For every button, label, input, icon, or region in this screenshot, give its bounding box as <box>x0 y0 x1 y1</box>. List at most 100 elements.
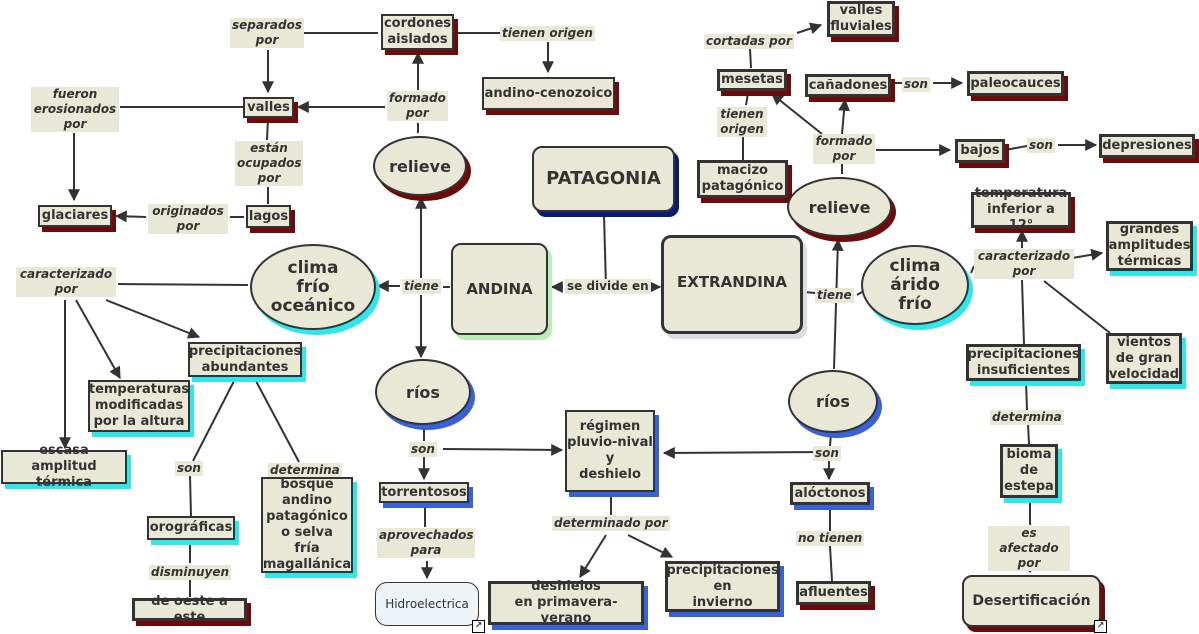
label-separados-por: separados por <box>230 18 304 48</box>
label-son-rios-andina: son <box>409 442 437 457</box>
label-determina-bioma: determina <box>990 410 1064 425</box>
node-temperatura-inferior[interactable]: temperatura inferior a 12° <box>971 186 1071 233</box>
node-clima-frio-oceanico[interactable]: clima frío oceánico <box>250 244 376 330</box>
node-bajos-text: bajos <box>960 143 1000 158</box>
node-glaciares[interactable]: glaciares <box>38 205 112 227</box>
node-torrentosos[interactable]: torrentosos <box>379 482 469 503</box>
node-andina[interactable]: ANDINA <box>451 243 548 335</box>
node-aloctonos-text: alóctonos <box>794 485 866 501</box>
node-precipitaciones-invierno[interactable]: precipitaciones en invierno <box>665 561 780 612</box>
node-extrandina[interactable]: EXTRANDINA <box>661 235 803 334</box>
node-precipitaciones-insuficientes-text: precipitaciones insuficientes <box>967 346 1080 378</box>
node-glaciares-text: glaciares <box>41 208 109 223</box>
node-clima-arido-frio[interactable]: clima árido frío <box>861 245 969 325</box>
node-de-oeste-a-este-text: de oeste a este <box>151 593 228 625</box>
edge <box>603 214 607 288</box>
node-lagos[interactable]: lagos <box>246 205 291 228</box>
label-aprovechados-para: aprovechados para <box>377 528 475 558</box>
label-son-rios-extrandina: son <box>813 446 841 461</box>
node-precipitaciones-insuficientes[interactable]: precipitaciones insuficientes <box>966 344 1081 381</box>
node-patagonia[interactable]: PATAGONIA <box>532 146 675 212</box>
node-bosque-andino[interactable]: bosque andino patagónico o selva fría ma… <box>261 477 353 573</box>
node-valles-fluviales[interactable]: valles fluviales <box>827 1 895 37</box>
node-precipitaciones-invierno-text: precipitaciones en invierno <box>666 562 779 610</box>
node-rios-extrandina[interactable]: ríos <box>788 370 878 433</box>
label-tienen-origen-extrandina: tienen origen <box>717 107 767 137</box>
node-valles[interactable]: valles <box>243 97 294 118</box>
label-tiene-extrandina: tiene <box>815 288 854 303</box>
node-canadones[interactable]: cañadones <box>805 74 891 97</box>
node-rios-extrandina-text: ríos <box>816 392 850 411</box>
node-relieve-extrandina[interactable]: relieve <box>787 177 892 237</box>
edge <box>266 117 269 141</box>
node-de-oeste-a-este[interactable]: de oeste a este <box>132 594 247 625</box>
node-rios-andina[interactable]: ríos <box>375 359 471 425</box>
edge <box>1071 248 1104 261</box>
node-orograficas[interactable]: orográficas <box>147 516 235 540</box>
label-determinado-por: determinado por <box>552 516 670 531</box>
label-son-bajos: son <box>1027 138 1055 153</box>
node-paleocauces[interactable]: paleocauces <box>967 71 1064 96</box>
node-andino-cenozoico[interactable]: andino-cenozoico <box>482 77 615 110</box>
label-formado-por-extrandina: formado por <box>813 134 875 164</box>
node-grandes-amplitudes[interactable]: grandes amplitudes térmicas <box>1106 221 1193 271</box>
label-tiene-andina: tiene <box>402 279 441 294</box>
node-hidroelectrica[interactable]: Hidroelectrica <box>375 582 479 626</box>
edge <box>662 446 831 459</box>
node-bioma-estepa[interactable]: bioma de estepa <box>1000 444 1058 498</box>
node-temperaturas-modificadas[interactable]: temperaturas modificadas por la altura <box>88 380 190 432</box>
edge <box>796 22 823 35</box>
external-link-icon: ↗ <box>1096 621 1105 631</box>
edge <box>1027 423 1030 445</box>
node-paleocauces-text: paleocauces <box>970 75 1061 91</box>
node-clima-frio-oceanico-text: clima frío oceánico <box>270 257 356 316</box>
node-canadones-text: cañadones <box>808 77 888 93</box>
edge <box>117 283 249 286</box>
node-desertificacion-text: Desertificación <box>972 593 1091 609</box>
node-valles-text: valles <box>247 99 290 115</box>
node-relieve-andina-text: relieve <box>389 156 451 176</box>
edge <box>745 92 749 106</box>
node-afluentes-text: afluentes <box>799 585 868 600</box>
label-caracterizado-por-andina: caracterizado por <box>16 267 116 297</box>
edge <box>1004 145 1028 151</box>
edge <box>189 475 192 517</box>
node-vientos[interactable]: vientos de gran velocidad <box>1106 333 1182 384</box>
edge <box>1025 381 1028 411</box>
node-mesetas-text: mesetas <box>721 72 783 87</box>
label-no-tienen: no tienen <box>796 531 865 546</box>
node-extrandina-text: EXTRANDINA <box>677 273 787 291</box>
node-bajos[interactable]: bajos <box>955 139 1005 163</box>
node-escasa-amplitud[interactable]: escasa amplitud térmica <box>1 443 127 490</box>
label-determina-bosque: determina <box>268 463 342 478</box>
node-precipitaciones-abundantes[interactable]: precipitaciones abundantes <box>188 342 302 377</box>
node-bioma-estepa-text: bioma de estepa <box>1004 447 1054 494</box>
label-son-canadones: son <box>902 77 930 92</box>
edge <box>1021 279 1025 345</box>
node-desertificacion[interactable]: Desertificación <box>962 575 1101 627</box>
label-originados-por: originados por <box>148 204 228 234</box>
link-icon-desertificacion[interactable]: ↗ <box>1094 620 1107 633</box>
label-formado-por-andina: formado por <box>387 91 448 121</box>
node-macizo-patagonico[interactable]: macizo patagónico <box>697 160 788 198</box>
node-depresiones[interactable]: depresiones <box>1099 134 1195 158</box>
label-cortadas-por: cortadas por <box>704 34 794 49</box>
node-deshielos[interactable]: deshielos en primavera-verano <box>488 579 644 626</box>
node-afluentes[interactable]: afluentes <box>796 581 871 605</box>
label-es-afectado-por: es afectado por <box>988 526 1070 571</box>
edge <box>579 534 607 579</box>
edge <box>831 238 844 370</box>
link-icon-hidroelectrica[interactable]: ↗ <box>472 620 485 633</box>
node-clima-arido-frio-text: clima árido frío <box>889 255 941 314</box>
label-disminuyen: disminuyen <box>149 565 232 580</box>
node-aloctonos[interactable]: alóctonos <box>790 482 870 505</box>
edge <box>970 265 975 274</box>
node-cordones-aislados[interactable]: cordones aislados <box>381 14 454 50</box>
node-escasa-amplitud-text: escasa amplitud térmica <box>31 443 97 490</box>
node-mesetas[interactable]: mesetas <box>717 69 787 91</box>
node-regimen[interactable]: régimen pluvio-nival y deshielo <box>565 410 655 492</box>
node-lagos-text: lagos <box>248 208 289 224</box>
label-son-precip: son <box>175 461 203 476</box>
node-relieve-andina[interactable]: relieve <box>373 136 467 196</box>
